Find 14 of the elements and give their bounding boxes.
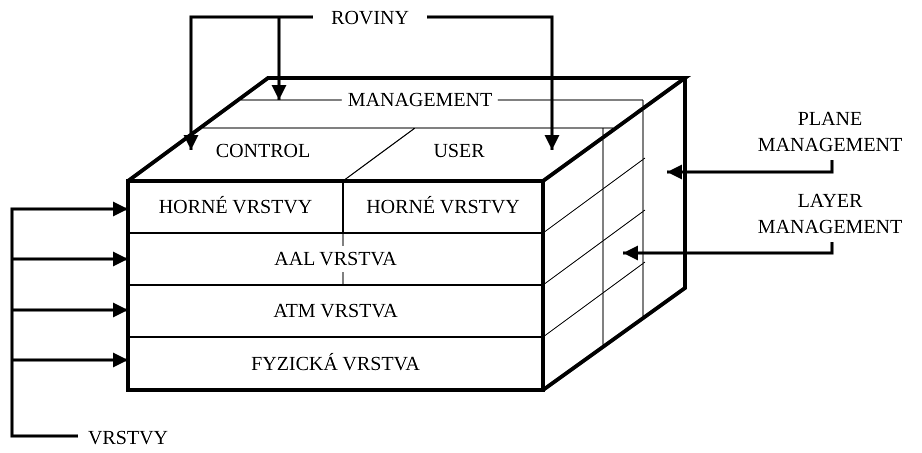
layer-group-label: VRSTVY	[78, 426, 178, 450]
layer-cell: ATM VRSTVA	[128, 285, 543, 337]
management-label: LAYER MANAGEMENT	[740, 186, 920, 242]
arrow	[623, 242, 834, 260]
plane-region: USER	[343, 128, 615, 181]
plane-group-label: ROVINY	[313, 5, 427, 31]
arrow	[184, 16, 313, 150]
layer-cell: HORNÉ VRSTVY	[343, 181, 543, 233]
management-label: PLANE MANAGEMENT	[740, 104, 920, 160]
arrow	[667, 160, 834, 180]
arrow	[427, 16, 560, 150]
layer-cell: AAL VRSTVA	[128, 233, 543, 285]
layer-cell: HORNÉ VRSTVY	[128, 181, 343, 233]
arrow	[10, 352, 128, 438]
